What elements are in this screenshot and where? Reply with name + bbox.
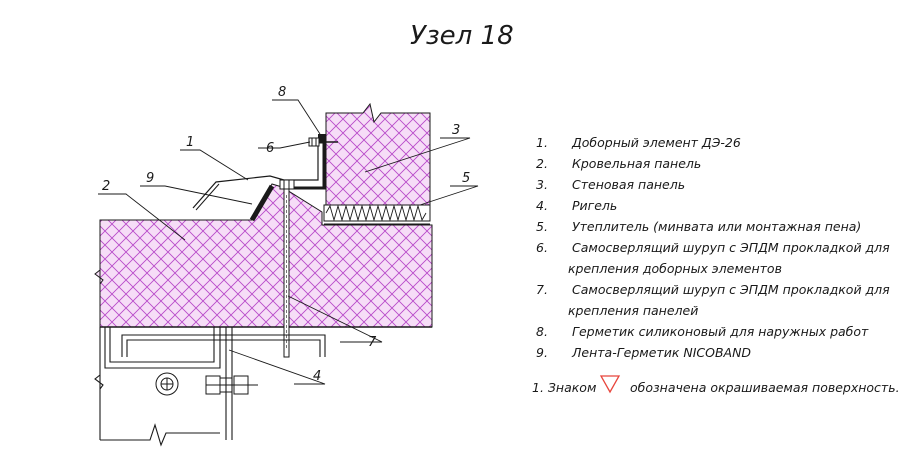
flashing-element — [192, 142, 319, 209]
sealing-tape — [249, 184, 275, 222]
legend-text: Стеновая панель — [572, 177, 685, 192]
note-suffix: обозначена окрашиваемая поверхность. — [630, 380, 900, 395]
legend-text: крепления доборных элементов — [568, 261, 782, 276]
wall-panel — [325, 102, 431, 206]
roof-panel — [94, 183, 433, 328]
legend-number: 5. — [536, 219, 548, 234]
legend-number: 6. — [536, 240, 548, 255]
callout-6: 6 — [266, 141, 274, 156]
callout-1: 1 — [186, 135, 194, 150]
bolt-right — [205, 375, 258, 395]
legend-number: 8. — [536, 324, 548, 339]
callout-7: 7 — [368, 335, 377, 350]
screw-panel — [279, 179, 295, 358]
callout-5: 5 — [462, 171, 470, 186]
legend-text: Герметик силиконовый для наружных работ — [572, 324, 869, 339]
bolt-left — [155, 372, 179, 396]
callout-8: 8 — [278, 85, 286, 100]
legend-number: 3. — [536, 177, 548, 192]
legend-number: 2. — [536, 156, 548, 171]
callout-9: 9 — [146, 171, 154, 186]
legend-text: Самосверлящий шуруп с ЭПДМ прокладкой дл… — [572, 240, 890, 255]
legend-text: Самосверлящий шуруп с ЭПДМ прокладкой дл… — [572, 282, 890, 297]
legend-number: 7. — [536, 282, 548, 297]
legend-text: Доборный элемент ДЭ-26 — [571, 135, 741, 150]
note-prefix: 1. Знаком — [532, 380, 596, 395]
legend-text: крепления панелей — [568, 303, 698, 318]
legend-text: Лента-Герметик NICOBAND — [571, 345, 751, 360]
legend-number: 1. — [536, 135, 548, 150]
legend-text: Утеплитель (минвата или монтажная пена) — [572, 219, 861, 234]
leader-lines — [98, 99, 479, 385]
legend-number: 4. — [536, 198, 548, 213]
legend-text: Кровельная панель — [572, 156, 701, 171]
note: 1. Знаком обозначена окрашиваемая поверх… — [532, 375, 900, 395]
legend: 1. Доборный элемент ДЭ-26 2. Кровельная пан… — [536, 135, 890, 360]
callout-3: 3 — [452, 123, 460, 138]
silicone-sealant — [318, 134, 326, 142]
callout-4: 4 — [313, 369, 321, 384]
callout-2: 2 — [102, 179, 110, 194]
legend-text: Ригель — [572, 198, 617, 213]
purlin — [94, 327, 326, 447]
painted-surface-marker-icon — [599, 375, 621, 394]
insulation-zigzag — [325, 204, 427, 222]
flashing-vertical — [292, 140, 326, 190]
drawing-title: Узел 18 — [410, 21, 514, 51]
legend-number: 9. — [536, 345, 548, 360]
